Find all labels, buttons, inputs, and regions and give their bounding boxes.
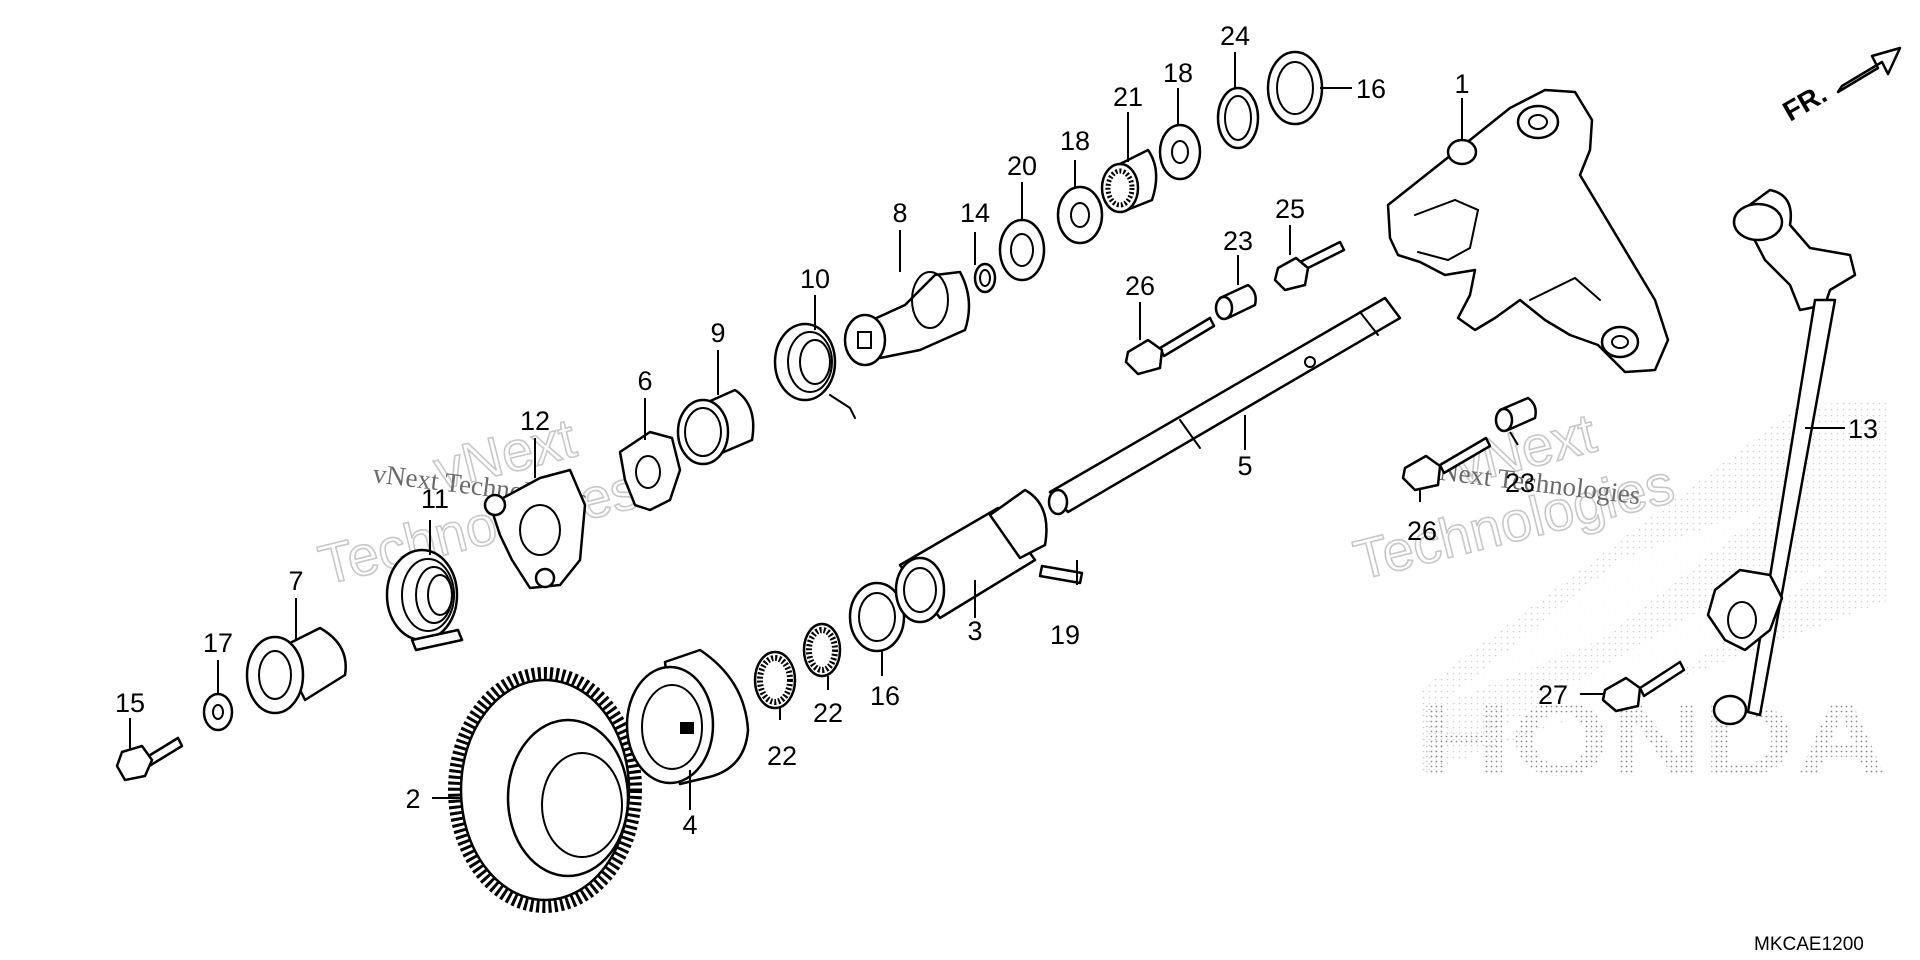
callout-25: 25 (1275, 194, 1305, 224)
part-1-bracket (1386, 88, 1670, 374)
part-10-spring (773, 322, 856, 419)
callout-18-a: 18 (1060, 126, 1090, 156)
callout-21: 21 (1113, 82, 1143, 112)
front-direction-arrow: FR. (1778, 46, 1902, 127)
callout-24: 24 (1220, 21, 1250, 51)
callout-27: 27 (1538, 680, 1568, 710)
callout-11: 11 (421, 484, 449, 514)
callout-5: 5 (1237, 451, 1252, 481)
diagram-code: MKCAE1200 (1754, 934, 1864, 955)
part-14-clip (973, 262, 997, 294)
callout-20: 20 (1007, 151, 1037, 181)
front-label: FR. (1778, 78, 1833, 127)
part-9-bushing (676, 388, 755, 466)
part-8-ratchet (843, 270, 971, 367)
part-26-bolt-a (1124, 316, 1216, 376)
callout-3: 3 (967, 616, 982, 646)
part-27-bolt (1601, 660, 1686, 713)
part-16-washer-lower (848, 581, 906, 653)
vnext-watermark-left: vNext Technologies vNext Technologies (312, 405, 646, 597)
callout-9: 9 (710, 318, 725, 348)
part-3-spindle (894, 488, 1048, 624)
part-18-washer-b (1158, 123, 1202, 181)
part-2-gear (448, 667, 642, 913)
honda-brand-watermark: HONDA (1418, 682, 1888, 798)
part-18-washer-a (1056, 185, 1104, 245)
part-11-spring (385, 548, 464, 652)
part-25-bolt (1273, 240, 1346, 292)
callout-19: 19 (1050, 620, 1080, 650)
part-22-bearing-a (753, 650, 797, 710)
callout-16-upper: 16 (1356, 74, 1386, 104)
part-19-pin (1038, 564, 1084, 585)
callout-23-a: 23 (1223, 226, 1253, 256)
callout-14: 14 (960, 198, 990, 228)
part-6-plate (618, 430, 682, 512)
callout-22-a: 22 (767, 741, 797, 771)
callout-labels: 1 2 3 4 5 6 7 8 9 10 11 12 13 14 15 16 1… (115, 21, 1878, 840)
part-21-bearing (1100, 148, 1158, 214)
part-23-dowel-a (1214, 283, 1257, 321)
callout-16-lower: 16 (870, 681, 900, 711)
leader-lines (129, 52, 1845, 810)
part-5-shaft (1047, 296, 1402, 516)
part-15-bolt (115, 736, 184, 782)
callout-4: 4 (682, 810, 697, 840)
callout-22-b: 22 (813, 698, 843, 728)
callout-10: 10 (800, 264, 830, 294)
part-7-collar (245, 626, 347, 715)
callout-15: 15 (115, 688, 145, 718)
part-23-dowel-b (1494, 396, 1537, 433)
part-17-washer (202, 692, 234, 732)
part-20-washer (998, 218, 1046, 282)
callout-26-a: 26 (1125, 271, 1155, 301)
callout-2: 2 (405, 784, 420, 814)
callout-8: 8 (892, 198, 907, 228)
part-4-drum (625, 648, 750, 786)
part-24-circlip (1216, 86, 1260, 150)
callout-6: 6 (637, 366, 652, 396)
part-16-washer-upper (1266, 50, 1324, 126)
part-13-link-arm (1706, 188, 1857, 726)
callout-12: 12 (520, 406, 550, 436)
part-12-ratchet-plate (483, 468, 587, 590)
callout-18-b: 18 (1163, 58, 1193, 88)
callout-23-b: 23 (1505, 468, 1535, 498)
callout-26-b: 26 (1407, 516, 1437, 546)
callout-1: 1 (1454, 69, 1469, 99)
callout-17: 17 (203, 628, 233, 658)
callout-13: 13 (1848, 414, 1878, 444)
part-26-bolt-b (1401, 436, 1492, 492)
part-22-bearing-b (802, 622, 842, 678)
callout-7: 7 (288, 566, 303, 596)
